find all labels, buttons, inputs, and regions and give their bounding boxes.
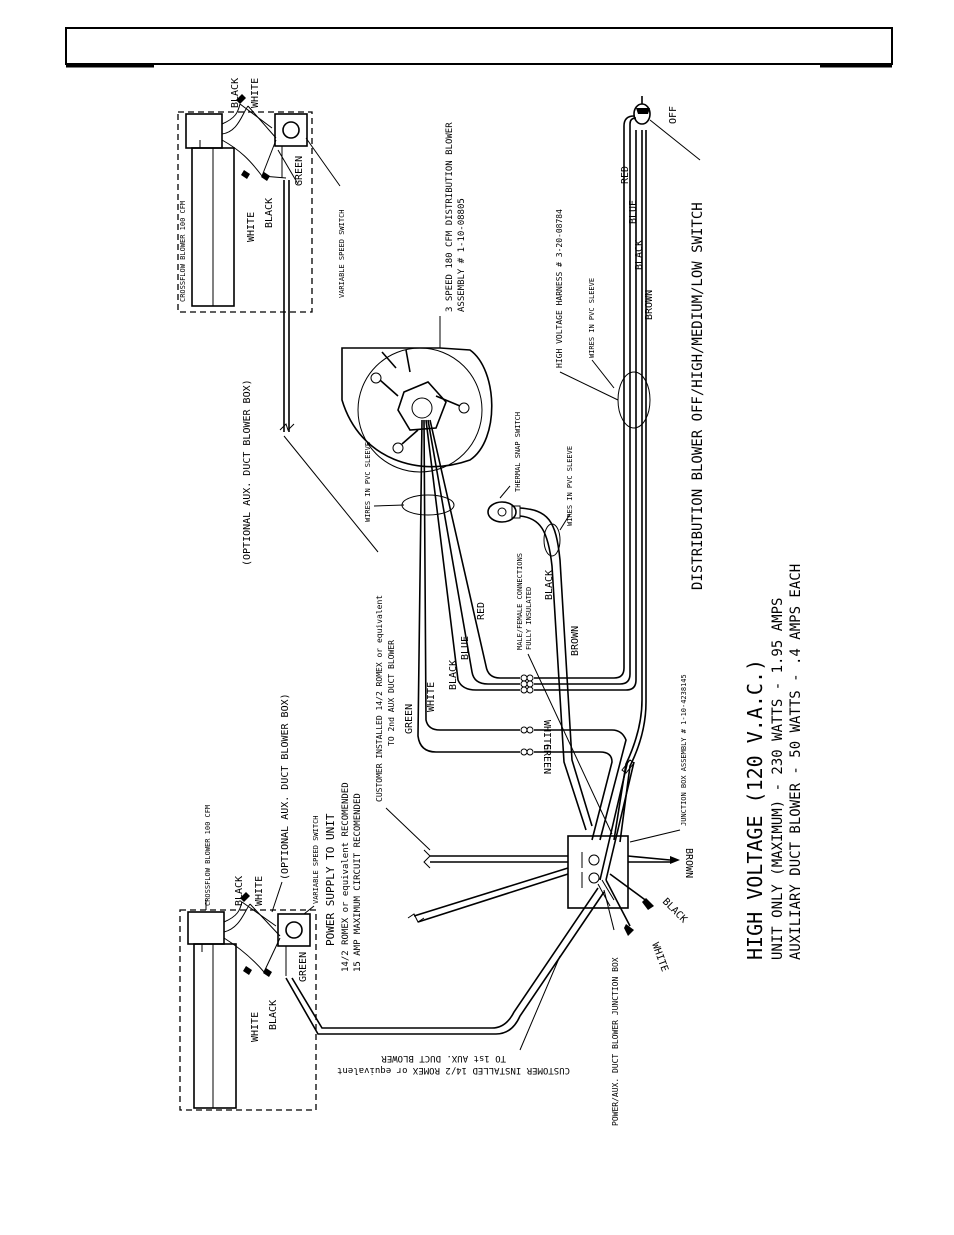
optional-aux-box-top [177, 94, 341, 432]
green-wire-label-2: GREEN [541, 744, 552, 774]
power-supply-line3: 15 AMP MAXIMUM CIRCUIT RECOMENDED [353, 793, 363, 972]
brown-wire-label-3: BROWN [683, 848, 694, 878]
title-heading: HIGH VOLTAGE (120 V.A.C.) [743, 659, 767, 960]
pvc-sleeve-2-icon [543, 523, 561, 557]
top-green-label: GREEN [294, 156, 305, 186]
crossflow-blower-top-motor [185, 113, 223, 149]
red-wire-label-2: RED [620, 166, 631, 184]
green-wire-label-1: GREEN [404, 704, 415, 734]
bottom-white-wire-label: WHITE [254, 876, 265, 906]
blue-wire-label-2: BLUE [628, 200, 639, 224]
title-line1: UNIT ONLY (MAXIMUM) - 230 WATTS - 1.95 A… [770, 598, 786, 960]
black-wire-label-3: BLACK [634, 240, 645, 270]
wire-nut-bottom-3-icon [263, 968, 272, 977]
white-wire-label-3: WHITE [649, 941, 670, 973]
power-supply-line2: 14/2 ROMEX or equivalent RECOMENDED [341, 782, 351, 972]
top-crossflow-label: CROSSFLOW BLOWER 100 CFM [179, 201, 187, 302]
sleeve-label-1: WIRES IN PVC SLEEVE [364, 442, 372, 522]
power-supply-line1: POWER SUPPLY TO UNIT [324, 813, 337, 946]
wire-nut-white-icon [624, 924, 634, 936]
blower-wires [417, 419, 520, 753]
harness-label: HIGH VOLTAGE HARNESS # 3-20-08784 [555, 209, 564, 368]
blue-wire-label-1: BLUE [460, 636, 471, 660]
crossflow-blower-bottom-housing [193, 943, 237, 1109]
distribution-blower [341, 347, 493, 473]
white-wire-label-2: WHITE [541, 720, 552, 750]
blower-label-line1: 3 SPEED 180 CFM DISTRIBUTION BLOWER [445, 122, 455, 312]
top-white-label-2: WHITE [246, 212, 257, 242]
thermal-snap-switch [487, 501, 593, 831]
crossflow-blower-bottom-motor [187, 911, 225, 945]
customer-first-line1: CUSTOMER INSTALLED 14/2 ROMEX or equival… [337, 1065, 570, 1075]
junction-box [567, 835, 629, 909]
top-black-label-2: BLACK [264, 198, 275, 228]
bottom-green-label: GREEN [298, 952, 309, 982]
blower-label-line2: ASSEMBLY # 1-10-08805 [457, 198, 467, 312]
variable-speed-switch-top [274, 113, 308, 147]
bottom-variable-switch-label: VARIABLE SPEED SWITCH [312, 815, 320, 904]
top-black-wire-label: BLACK [230, 78, 241, 108]
customer-first-line2: TO 1st AUX. DUCT BLOWER [381, 1053, 506, 1063]
power-junction-label: POWER/AUX. DUCT BLOWER JUNCTION BOX [611, 957, 620, 1126]
brown-wire-label-1: BROWN [570, 626, 581, 656]
top-variable-switch-label: VARIABLE SPEED SWITCH [338, 209, 346, 298]
connections-label-line2: FULLY INSULATED [525, 587, 533, 650]
wire-nut-top-1-icon [236, 94, 246, 104]
switch-off-label: OFF [668, 106, 679, 124]
header-frame [65, 27, 893, 68]
top-optional-box-label: (OPTIONAL AUX. DUCT BLOWER BOX) [242, 379, 253, 566]
bottom-crossflow-label: CROSSFLOW BLOWER 100 CFM [204, 805, 212, 906]
rotary-switch [633, 96, 701, 161]
bottom-black-label-2: BLACK [268, 1000, 279, 1030]
junction-terminal-2-icon [588, 872, 600, 884]
junction-terminal-1-icon [588, 854, 600, 866]
switch-knob-bottom-icon [285, 921, 303, 939]
thermal-label: THERMAL SNAP SWITCH [514, 412, 522, 492]
wire-nut-brown-icon [670, 856, 680, 864]
junction-assembly-label: JUNCTION BOX ASSEMBLY # 1-10-4238145 [680, 674, 688, 826]
optional-aux-box-bottom [179, 892, 317, 1111]
bottom-black-wire-label: BLACK [234, 876, 245, 906]
black-wire-label-2: BLACK [544, 570, 555, 600]
title-line2: AUXILIARY DUCT BLOWER - 50 WATTS - .4 AM… [788, 564, 804, 960]
wire-nut-bottom-1-icon [240, 892, 250, 902]
wire-nut-top-2-icon [241, 170, 250, 179]
switch-knob-top-icon [282, 121, 300, 139]
variable-speed-switch-bottom [277, 913, 311, 947]
customer-second-line2: TO 2nd AUX DUCT BLOWER [387, 640, 396, 746]
connectors [520, 674, 534, 756]
red-wire-label-1: RED [476, 602, 487, 620]
black-wire-label-4: BLACK [660, 896, 689, 925]
sleeve-label-3: WIRES IN PVC SLEEVE [588, 278, 596, 358]
pvc-sleeve-1-icon [401, 494, 455, 516]
bottom-white-label-2: WHITE [250, 1012, 261, 1042]
switch-label: DISTRIBUTION BLOWER OFF/HIGH/MEDIUM/LOW … [690, 202, 706, 590]
top-white-wire-label: WHITE [250, 78, 261, 108]
connections-label-line1: MALE/FEMALE CONNECTIONS [516, 553, 524, 650]
brown-wire-label-2: BROWN [644, 290, 655, 320]
black-wire-label-1: BLACK [448, 660, 459, 690]
white-wire-label-1: WHITE [426, 682, 437, 712]
junction-connector-icon [621, 759, 635, 774]
wire-nut-top-3-icon [261, 172, 270, 181]
wire-nut-black-icon [642, 898, 654, 910]
customer-second-line1: CUSTOMER INSTALLED 14/2 ROMEX or equival… [375, 595, 384, 802]
bottom-optional-box-label: (OPTIONAL AUX. DUCT BLOWER BOX) [280, 693, 291, 880]
sleeve-label-2: WIRES IN PVC SLEEVE [566, 446, 574, 526]
wire-nut-bottom-2-icon [243, 966, 252, 975]
